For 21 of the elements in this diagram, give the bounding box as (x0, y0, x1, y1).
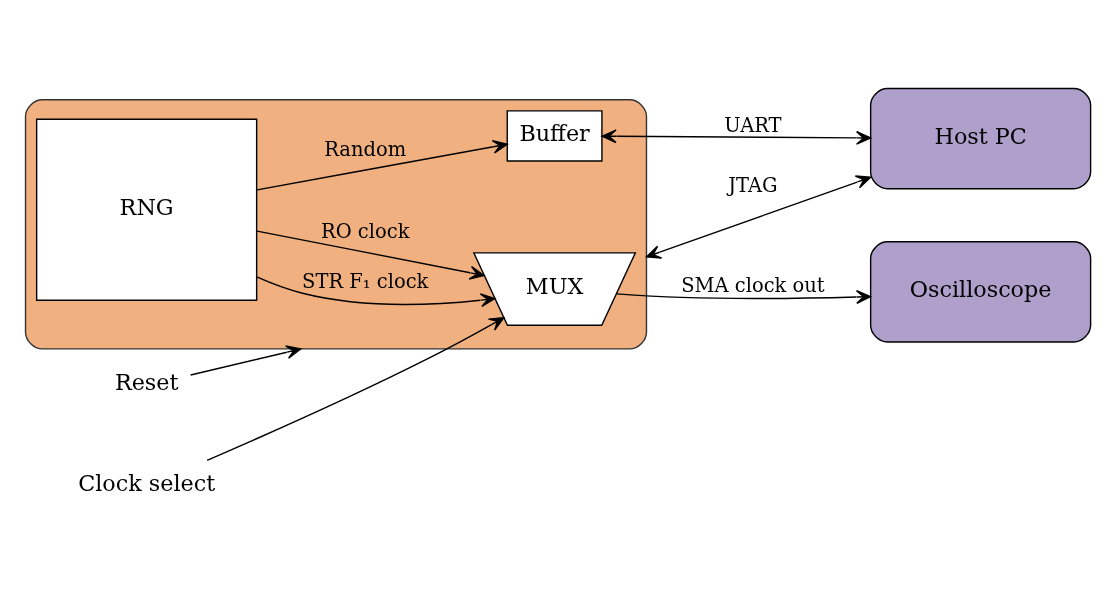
edge-label: SMA clock out (681, 273, 825, 297)
edge-label: JTAG (728, 173, 778, 197)
arrow (256, 229, 485, 280)
edge-label: RO clock (321, 219, 410, 243)
node-box: Buffer (506, 109, 603, 162)
node-text: Reset (114, 368, 179, 395)
edge-label: STR F₁ clock (302, 269, 429, 293)
node-box: Oscilloscope (869, 240, 1092, 343)
arrow (256, 275, 496, 307)
node-box: Host PC (869, 87, 1092, 189)
edge-label: UART (724, 113, 782, 137)
arrow (206, 316, 505, 461)
arrow (645, 174, 872, 259)
node-text: Clock select (78, 469, 216, 496)
arrow (256, 139, 508, 191)
arrow (189, 344, 302, 376)
arrow (615, 289, 872, 304)
edge-label: Random (324, 137, 407, 161)
arrow (601, 128, 872, 145)
cluster (24, 98, 648, 350)
node-box: RNG (35, 118, 258, 301)
